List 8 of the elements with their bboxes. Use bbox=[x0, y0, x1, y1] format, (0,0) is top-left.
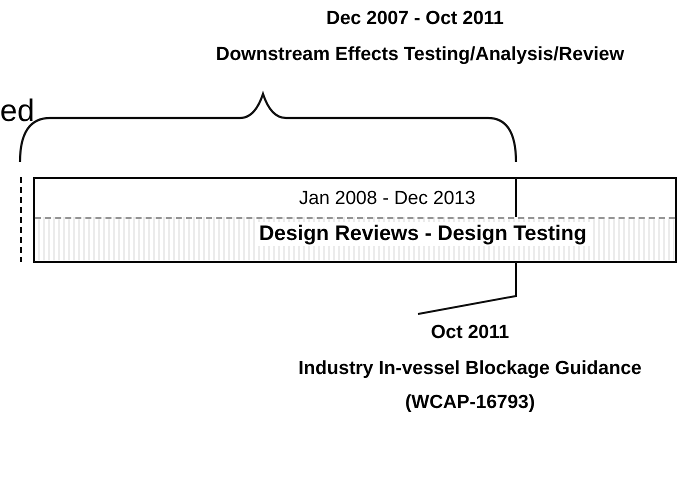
date-range-label: Dec 2007 - Oct 2011 bbox=[325, 8, 505, 30]
timeline-bar bbox=[33, 177, 677, 263]
date-range-label: Jan 2008 - Dec 2013 bbox=[298, 188, 476, 210]
phase-label: Design Reviews - Design Testing bbox=[255, 222, 591, 246]
phase-label: Downstream Effects Testing/Analysis/Review bbox=[214, 44, 626, 66]
milestone-date: Oct 2011 bbox=[430, 321, 510, 345]
milestone-label: Industry In-vessel Blockage Guidance (WCAP-16793) bbox=[297, 357, 643, 415]
cut-off-text: ed bbox=[0, 93, 36, 129]
